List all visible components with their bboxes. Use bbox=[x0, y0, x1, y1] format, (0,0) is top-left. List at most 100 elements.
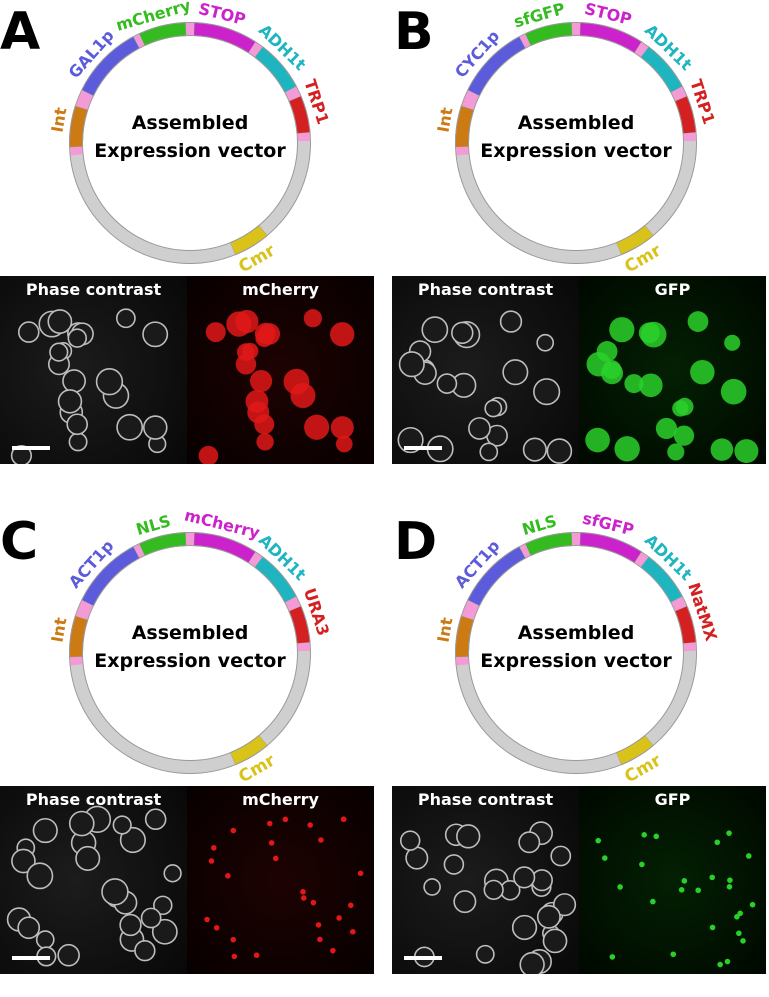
fluor-cell bbox=[199, 446, 219, 464]
linker-segment bbox=[468, 603, 474, 618]
phase-cell bbox=[102, 879, 128, 905]
phase-cell bbox=[514, 867, 535, 888]
fluor-nucleus bbox=[717, 962, 723, 968]
fluorescence-label: mCherry bbox=[187, 790, 374, 809]
phase-cell bbox=[484, 880, 503, 899]
phase-contrast-image: Phase contrast bbox=[392, 786, 579, 974]
fluor-cell bbox=[331, 416, 354, 439]
fluor-nucleus bbox=[595, 838, 601, 844]
phase-cell bbox=[50, 343, 68, 361]
fluor-nucleus bbox=[617, 884, 623, 890]
fluor-cell bbox=[304, 309, 322, 327]
linker-segment bbox=[76, 657, 77, 665]
phase-contrast-label: Phase contrast bbox=[0, 280, 187, 299]
micrograph: Phase contrast GFP bbox=[392, 786, 766, 974]
fluor-nucleus bbox=[273, 856, 279, 862]
fluorescence-label: GFP bbox=[579, 790, 766, 809]
fluor-nucleus bbox=[727, 877, 733, 883]
fluor-nucleus bbox=[653, 834, 659, 840]
linker-segment bbox=[522, 550, 527, 553]
fluor-cell bbox=[734, 439, 758, 463]
phase-contrast-label: Phase contrast bbox=[392, 790, 579, 809]
phase-cell bbox=[69, 433, 86, 450]
fluor-cell bbox=[614, 436, 639, 461]
fluorescence-image: GFP bbox=[579, 786, 766, 974]
fluor-cell bbox=[624, 374, 643, 393]
fluor-cell bbox=[711, 438, 734, 461]
vector-title-line1: Assembled bbox=[132, 112, 249, 134]
fluorescence-image: GFP bbox=[579, 276, 766, 464]
fluor-nucleus bbox=[317, 937, 323, 943]
linker-segment bbox=[677, 599, 681, 608]
linker-segment bbox=[82, 93, 88, 108]
linker-segment bbox=[462, 657, 463, 665]
fluor-nucleus bbox=[639, 862, 645, 868]
phase-cell bbox=[543, 929, 566, 952]
fluor-nucleus bbox=[254, 952, 260, 958]
fluor-cell bbox=[246, 390, 269, 413]
phase-cell bbox=[501, 311, 522, 332]
phase-cell bbox=[513, 916, 537, 940]
phase-cells bbox=[392, 786, 579, 974]
fluor-cells bbox=[579, 786, 766, 974]
phase-cell bbox=[503, 360, 527, 384]
phase-contrast-label: Phase contrast bbox=[392, 280, 579, 299]
phase-cell bbox=[142, 908, 161, 927]
phase-cell bbox=[422, 317, 447, 342]
panel-letter: C bbox=[0, 512, 38, 572]
fluor-nucleus bbox=[318, 837, 324, 843]
phase-cell bbox=[68, 329, 86, 347]
fluor-nucleus bbox=[214, 925, 220, 931]
linker-segment bbox=[252, 47, 259, 52]
fluor-cell bbox=[639, 322, 660, 343]
fluor-nucleus bbox=[211, 845, 217, 851]
phase-cell bbox=[469, 418, 490, 439]
fluor-nucleus bbox=[725, 959, 731, 965]
vector-title-line1: Assembled bbox=[518, 622, 635, 644]
vector-title-line2: Expression vector bbox=[480, 140, 672, 162]
fluor-nucleus bbox=[610, 954, 616, 960]
fluor-cell bbox=[255, 329, 273, 347]
fluor-cell bbox=[672, 400, 688, 416]
fluor-nucleus bbox=[204, 917, 210, 923]
linker-segment bbox=[291, 599, 295, 608]
fluor-nucleus bbox=[209, 858, 215, 864]
part-label: Int bbox=[47, 616, 70, 644]
fluor-cells bbox=[579, 276, 766, 464]
fluor-cell bbox=[256, 433, 273, 450]
linker-segment bbox=[136, 550, 141, 553]
linker-segment bbox=[76, 147, 77, 155]
part-label: Int bbox=[47, 106, 70, 134]
fluor-nucleus bbox=[341, 816, 347, 822]
micrograph: Phase contrast GFP bbox=[392, 276, 766, 464]
micrograph: Phase contrast mCherry bbox=[0, 276, 374, 464]
fluor-nucleus bbox=[727, 884, 733, 890]
linker-segment bbox=[291, 89, 295, 98]
fluorescence-image: mCherry bbox=[187, 276, 374, 464]
part-label: Int bbox=[433, 616, 456, 644]
fluor-cell bbox=[724, 335, 740, 351]
vector-title-line2: Expression vector bbox=[94, 140, 286, 162]
scale-bar bbox=[404, 446, 442, 450]
phase-cell bbox=[37, 931, 54, 948]
vector-title-line2: Expression vector bbox=[94, 650, 286, 672]
fluor-cell bbox=[690, 360, 714, 384]
fluor-cell bbox=[609, 317, 634, 342]
vector-title-line1: Assembled bbox=[132, 622, 249, 644]
phase-contrast-image: Phase contrast bbox=[0, 786, 187, 974]
phase-cell bbox=[144, 416, 167, 439]
fluor-cell bbox=[254, 414, 274, 434]
phase-cell bbox=[58, 945, 79, 966]
phase-cells bbox=[392, 276, 579, 464]
fluor-nucleus bbox=[679, 887, 685, 893]
phase-cell bbox=[401, 831, 420, 850]
fluor-cell bbox=[304, 415, 329, 440]
micrograph: Phase contrast mCherry bbox=[0, 786, 374, 974]
fluor-cell bbox=[585, 428, 610, 453]
phase-cell bbox=[477, 946, 494, 963]
linker-segment bbox=[677, 89, 681, 98]
